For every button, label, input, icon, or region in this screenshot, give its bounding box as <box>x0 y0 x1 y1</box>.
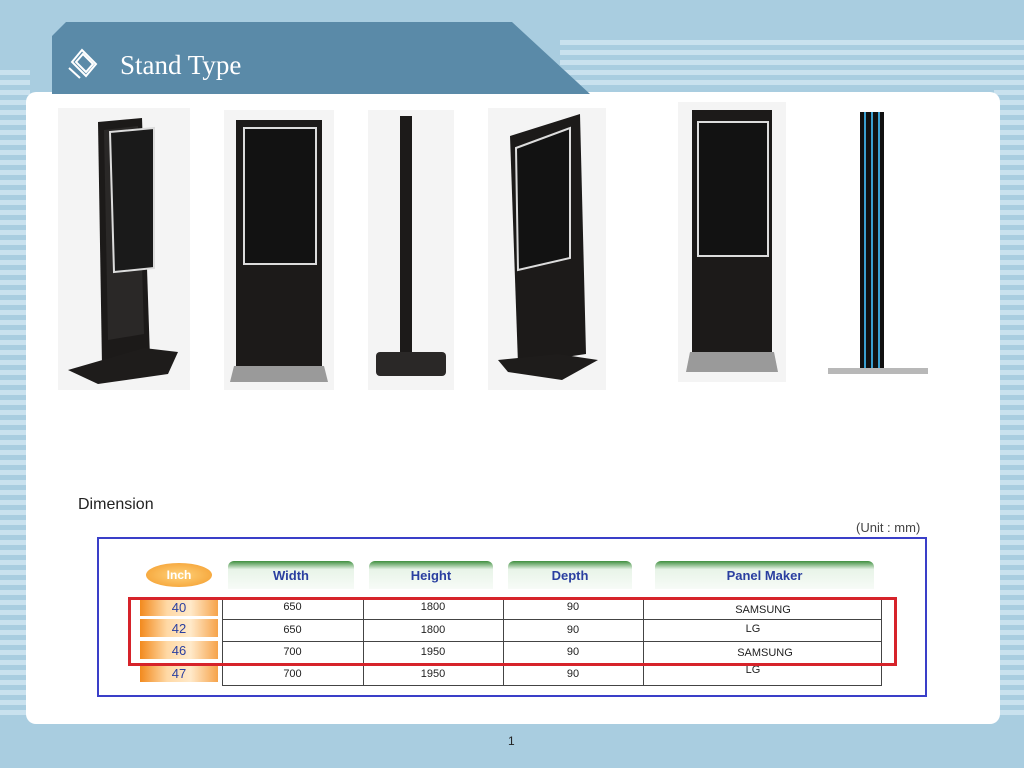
dimension-table <box>97 537 927 697</box>
layers-icon <box>68 48 98 79</box>
height-cell: 1950 <box>420 668 446 680</box>
panel-maker-header: Panel Maker <box>655 561 874 589</box>
inch-cell: 42 <box>140 619 218 637</box>
width-cell: 650 <box>283 624 302 636</box>
highlight-box <box>128 597 897 666</box>
stand-photo-angled-left <box>58 108 190 390</box>
panel-maker-cell: SAMSUNG <box>735 604 791 616</box>
stand-photo-front <box>224 110 334 390</box>
column-divider <box>363 597 364 685</box>
depth-cell: 90 <box>566 601 580 613</box>
depth-cell: 90 <box>566 646 580 658</box>
column-divider <box>503 597 504 685</box>
row-divider <box>222 685 882 686</box>
unit-label: (Unit : mm) <box>856 520 921 535</box>
height-cell: 1800 <box>420 624 446 636</box>
column-divider <box>881 597 882 685</box>
depth-header: Depth <box>508 561 632 589</box>
depth-cell: 90 <box>566 668 580 680</box>
column-divider <box>222 597 223 685</box>
width-header: Width <box>228 561 354 589</box>
width-cell: 700 <box>283 646 302 658</box>
page-number: 1 <box>508 734 515 748</box>
stand-photo-side-profile <box>826 106 932 380</box>
panel-maker-cell: SAMSUNG <box>737 647 793 659</box>
title-tab <box>52 22 590 94</box>
height-cell: 1950 <box>420 646 446 658</box>
inch-cell: 47 <box>140 664 218 682</box>
panel-maker-cell: LG <box>745 664 761 676</box>
left-stripe-decoration <box>0 70 30 720</box>
height-cell: 1800 <box>420 601 446 613</box>
dimension-heading: Dimension <box>78 496 154 513</box>
stand-photo-angled-right <box>488 108 606 390</box>
slide-title: Stand Type <box>120 50 242 80</box>
row-divider <box>222 641 882 642</box>
depth-cell: 90 <box>566 624 580 636</box>
width-cell: 700 <box>283 668 302 680</box>
panel-maker-cell: LG <box>745 623 761 635</box>
width-cell: 650 <box>283 601 302 613</box>
stand-photo-side <box>368 110 454 390</box>
row-divider <box>222 619 882 620</box>
column-divider <box>643 597 644 685</box>
inch-cell: 40 <box>140 598 218 616</box>
inch-cell: 46 <box>140 641 218 659</box>
height-header: Height <box>369 561 493 589</box>
inch-header: Inch <box>146 563 212 587</box>
top-stripe-decoration <box>560 40 1024 90</box>
stand-photo-front-silver-base <box>678 102 786 382</box>
